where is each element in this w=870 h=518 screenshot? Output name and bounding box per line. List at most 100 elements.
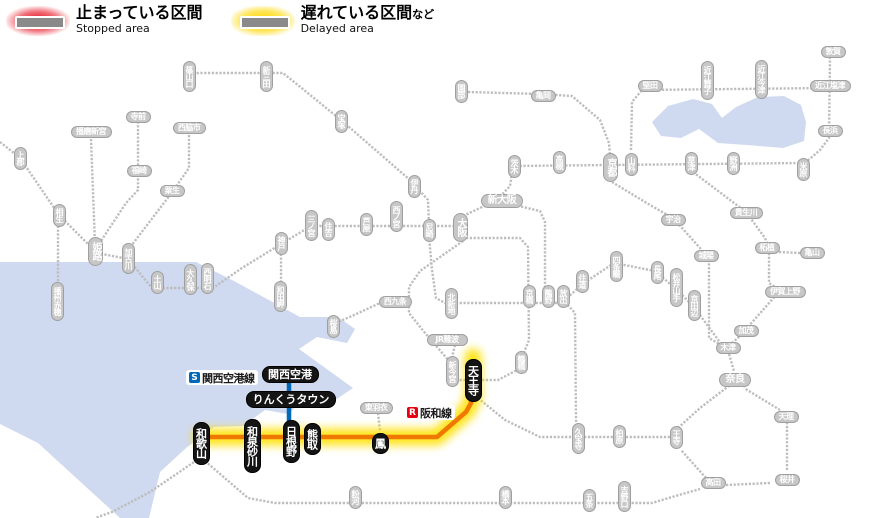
station-pill: 柘植: [754, 242, 780, 254]
station-pill: 近江今津: [754, 59, 768, 99]
station-pill: 熊取: [303, 423, 321, 455]
line-name-text: 阪和線: [420, 406, 452, 420]
station-pill: 宝塚: [334, 109, 348, 133]
station-pill: 大阪: [452, 212, 468, 242]
station-pill: 寺前: [125, 111, 151, 123]
station-pill: 粉河: [348, 485, 362, 509]
station-pill: 鳳: [371, 432, 389, 454]
station-pill: 東羽衣: [359, 402, 393, 414]
station-pill: 野洲: [726, 151, 740, 175]
station-pill: 柏原: [612, 424, 626, 448]
station-pill: 伊賀上野: [764, 286, 806, 298]
station-pill: JR難波: [426, 334, 468, 346]
station-pill: 山科: [624, 152, 638, 176]
station-pill: 粟生: [159, 185, 185, 197]
station-pill: 西九条: [378, 296, 412, 308]
station-pill: 三ノ宮: [304, 209, 318, 241]
station-pill: 西ノ宮: [389, 200, 403, 232]
station-pill: 新三田: [259, 60, 273, 92]
station-pill: 新今宮: [445, 355, 459, 387]
station-pill: 亀岡: [530, 90, 556, 102]
station-pill: 吉野口: [617, 480, 631, 512]
stopped-swatch-icon: [6, 6, 70, 36]
station-pill: 鴫野: [541, 284, 555, 308]
station-pill: 姫路: [87, 236, 103, 266]
station-pill: 西脇市: [172, 122, 206, 134]
station-pill: 近江舞子: [700, 60, 714, 100]
station-pill: 相生: [52, 203, 66, 227]
station-pill: 芦屋: [359, 212, 373, 236]
delayed-label-ja: 遅れている区間など: [300, 3, 435, 22]
station-pill: 鶴橋: [514, 350, 528, 374]
station-pill: 京田辺: [687, 289, 701, 321]
airport-island: [345, 346, 373, 379]
station-pill: 大久保: [183, 263, 197, 295]
station-pill: りんくうタウン: [246, 390, 336, 408]
station-pill: 草津: [684, 151, 698, 175]
station-pill: 米原: [796, 157, 810, 181]
station-pill: 桜井: [774, 474, 800, 486]
legend-stopped: 止まっている区間 Stopped area: [6, 4, 203, 36]
line-symbol-icon: R: [407, 407, 418, 418]
station-pill: 上郡: [13, 146, 27, 170]
line-symbol-icon: S: [189, 372, 200, 383]
station-pill: 高槻: [552, 150, 566, 174]
station-pill: 伊丹: [407, 174, 421, 198]
station-pill: 園部: [454, 79, 468, 103]
station-pill: 神戸: [274, 231, 288, 255]
station-pill: 福崎: [126, 165, 152, 177]
station-pill: 亀山: [799, 247, 825, 259]
station-pill: 長尾: [650, 260, 664, 284]
station-pill: 堅田: [637, 80, 663, 92]
stopped-label-ja: 止まっている区間: [76, 3, 203, 22]
station-pill: 王寺: [669, 425, 683, 449]
station-pill: 尼崎: [422, 218, 436, 242]
station-pill: 長浜: [817, 125, 843, 137]
station-pill: 近江塩津: [809, 80, 851, 92]
station-pill: 篠山口: [182, 60, 196, 92]
station-pill: 加古川: [121, 242, 135, 274]
station-pill: 京橋: [522, 284, 536, 308]
station-pill: 奈良: [719, 373, 751, 387]
station-pill: 新大阪: [481, 194, 523, 208]
awaji-island: [0, 424, 120, 518]
station-pill: 和歌山: [192, 421, 210, 465]
station-pill: 敦賀: [820, 46, 846, 58]
delayed-label-suffix: など: [412, 8, 435, 21]
lake-biwa: [652, 96, 806, 148]
legend: 止まっている区間 Stopped area 遅れている区間など Delayed …: [6, 4, 434, 36]
station-pill: 北新地: [444, 287, 458, 319]
station-pill: 住吉: [321, 217, 335, 241]
station-pill: 和泉砂川: [243, 419, 261, 473]
line-name-text: 関西空港線: [202, 371, 255, 385]
station-pill: 木津: [715, 342, 741, 354]
delayed-swatch-icon: [230, 6, 295, 36]
station-pill: 日根野: [282, 419, 300, 463]
station-pill: 土山: [150, 270, 164, 294]
station-pill: 京都: [602, 152, 618, 182]
station-pill: 天王寺: [464, 358, 482, 402]
legend-delayed: 遅れている区間など Delayed area: [230, 3, 435, 36]
station-pill: 住道: [575, 269, 589, 293]
station-pill: 橋本: [498, 485, 512, 509]
station-pill: 貴生川: [729, 207, 763, 219]
station-pill: 天理: [773, 411, 799, 423]
station-pill: 放出: [556, 284, 570, 308]
station-pill: 加茂: [733, 325, 759, 337]
station-pill: 播州赤穂: [50, 281, 64, 321]
station-pill: 西明石: [200, 262, 214, 294]
station-pill: 茨木: [507, 154, 521, 178]
delayed-label-en: Delayed area: [300, 21, 374, 35]
station-pill: 宇治: [660, 214, 686, 226]
station-pill: 五条: [582, 488, 596, 512]
station-pill: 播磨新宮: [70, 126, 112, 138]
station-pill: 和田岬: [273, 280, 287, 312]
station-pill: 関西空港: [261, 365, 319, 383]
sea-shapes: [0, 96, 806, 518]
station-pill: 松井山手: [669, 267, 683, 307]
stopped-label-en: Stopped area: [76, 21, 150, 35]
station-pill: 久宝寺: [571, 422, 585, 454]
